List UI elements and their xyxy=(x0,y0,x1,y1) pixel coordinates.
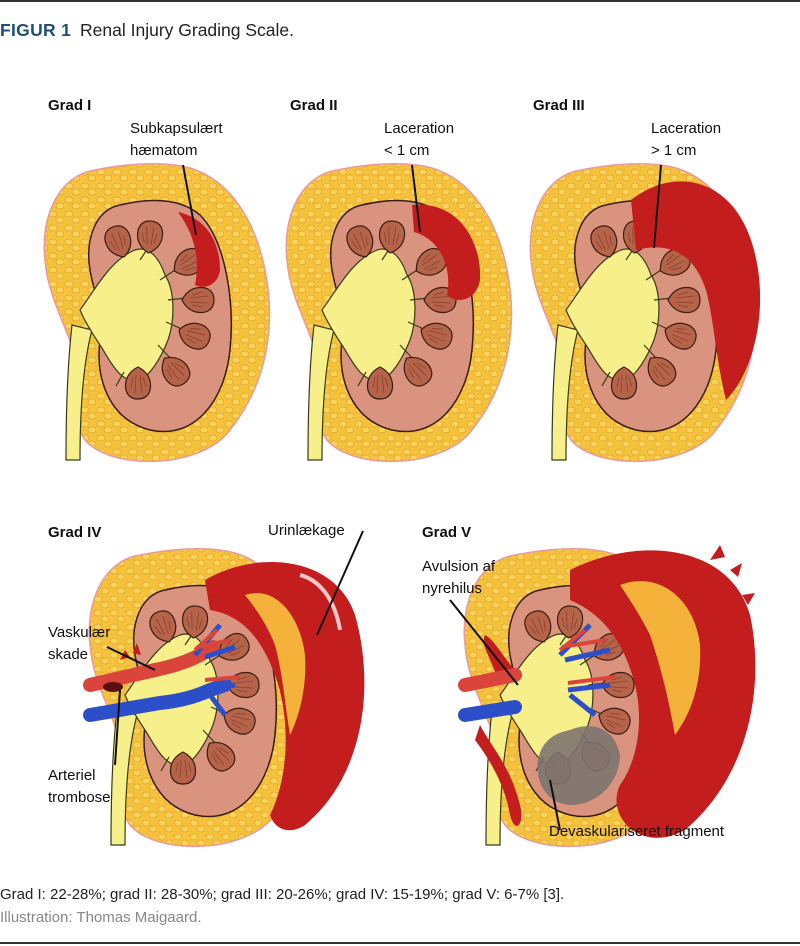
vascular-injury-label: Vaskulær skade xyxy=(48,622,110,666)
grade-2-annotation: Laceration < 1 cm xyxy=(384,118,454,162)
hilum-avulsion-label: Avulsion af nyrehilus xyxy=(422,556,495,600)
devascularized-fragment-label: Devaskulariseret fragment xyxy=(549,823,725,840)
kidney-grade-3 xyxy=(530,164,761,462)
kidney-grade-5 xyxy=(449,545,756,846)
annotation-line: hæmatom xyxy=(130,142,198,159)
footer-credit: Illustration: Thomas Maigaard. xyxy=(0,909,202,926)
grade-2-label: Grad II xyxy=(290,97,338,114)
annotation-line: Laceration xyxy=(651,120,722,137)
annotation-line: trombose xyxy=(48,789,111,806)
kidney-grade-4 xyxy=(83,530,365,846)
kidney-grade-2 xyxy=(286,164,511,462)
annotation-line: nyrehilus xyxy=(422,580,483,597)
arterial-thrombosis-label: Arteriel trombose xyxy=(48,765,111,809)
grade-3-label: Grad III xyxy=(533,97,585,114)
kidney-grade-1 xyxy=(44,164,269,462)
grade-4-label: Grad IV xyxy=(48,524,102,541)
annotation-line: < 1 cm xyxy=(384,142,430,159)
grade-1-label: Grad I xyxy=(48,97,92,114)
bottom-rule xyxy=(0,942,800,944)
annotation-line: Subkapsulært xyxy=(130,120,223,137)
annotation-line: Arteriel xyxy=(48,767,96,784)
footer-stats: Grad I: 22-28%; grad II: 28-30%; grad II… xyxy=(0,886,565,903)
annotation-line: > 1 cm xyxy=(651,142,697,159)
annotation-line: Avulsion af xyxy=(422,558,496,575)
grade-5-label: Grad V xyxy=(422,524,472,541)
urine-leak-label: Urinlækage xyxy=(268,522,345,539)
grade-3-annotation: Laceration > 1 cm xyxy=(651,118,721,162)
annotation-line: Vaskulær xyxy=(48,624,111,641)
figure-caption: Renal Injury Grading Scale. xyxy=(80,20,295,40)
annotation-line: skade xyxy=(48,646,89,663)
annotation-line: Laceration xyxy=(384,120,455,137)
grade-1-annotation: Subkapsulært hæmatom xyxy=(130,118,223,162)
figure-label: FIGUR 1 xyxy=(0,20,72,40)
figure-title: FIGUR 1 Renal Injury Grading Scale. xyxy=(0,20,294,41)
top-rule xyxy=(0,0,800,2)
